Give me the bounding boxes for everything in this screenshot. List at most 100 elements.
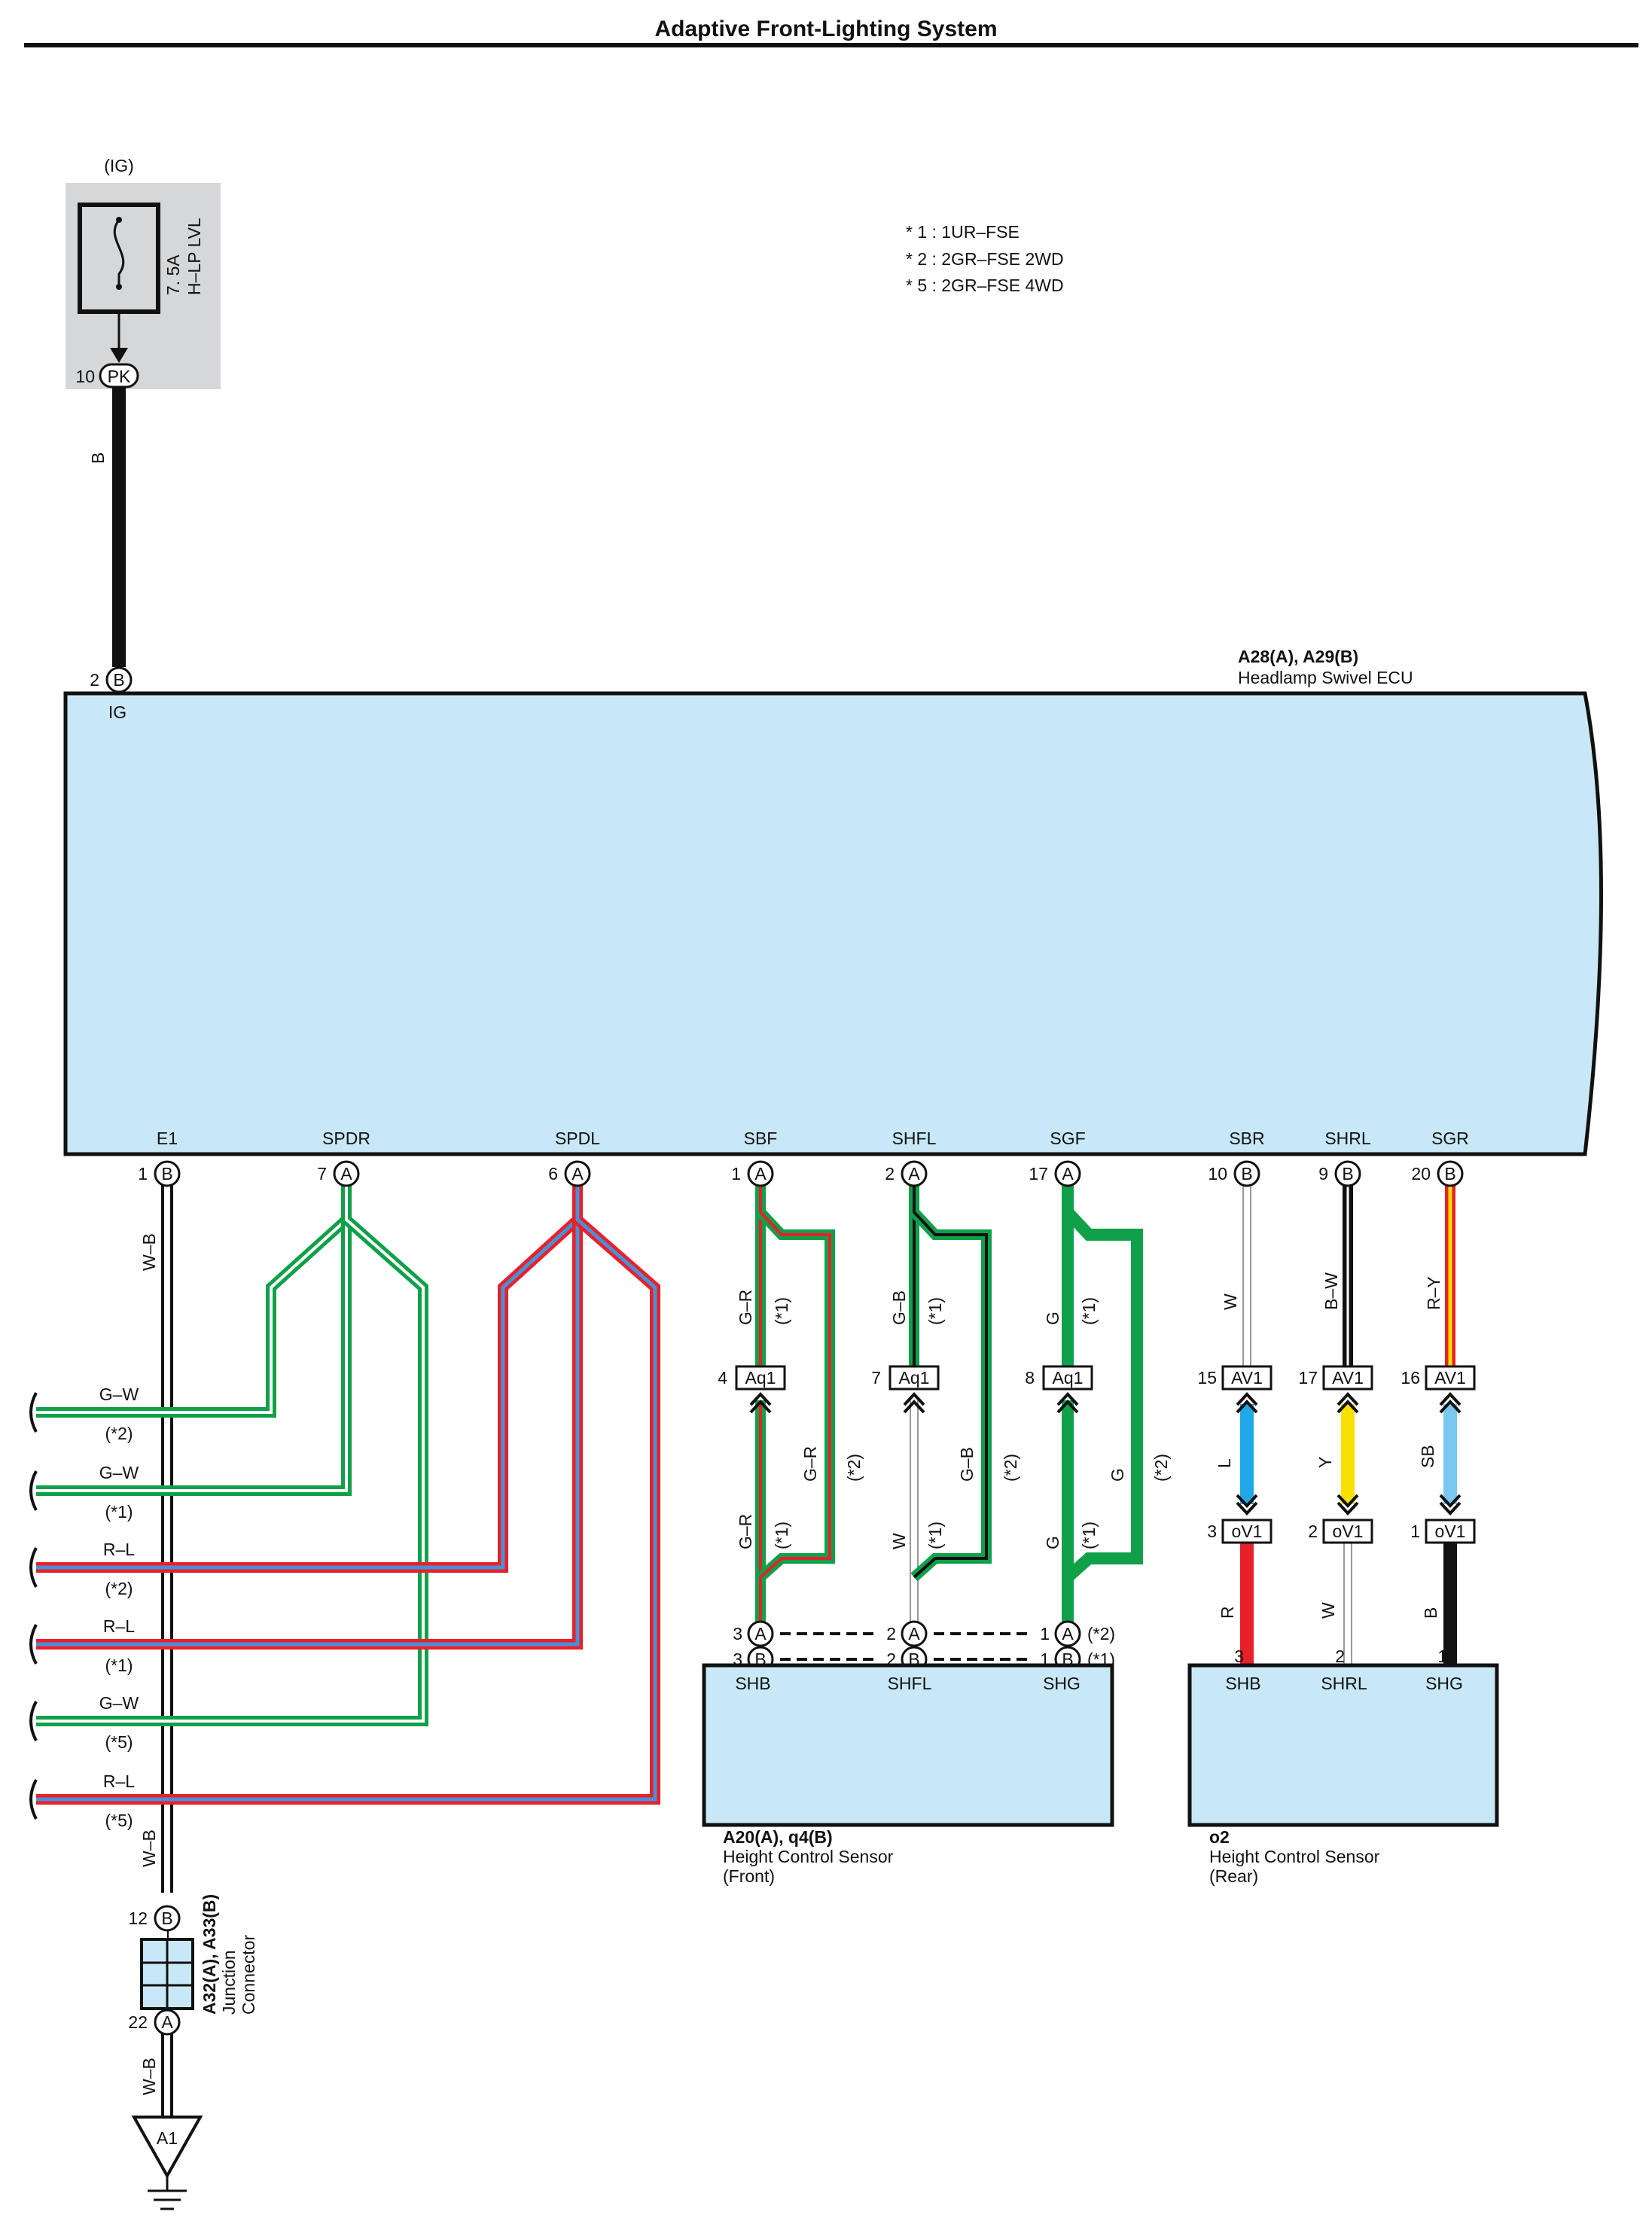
rear-av1-0-box — [1221, 1365, 1273, 1391]
speed-wire-label-5: R–L — [103, 1771, 135, 1791]
speed-wire-note-3: (*1) — [105, 1656, 133, 1675]
front-sensor-box — [702, 1663, 1114, 1827]
front-bypass-2 — [1063, 1208, 1143, 1582]
rear-chev-up-1-b — [1337, 1400, 1359, 1414]
rear-lower-pin-1: 2 — [1308, 1522, 1318, 1541]
fuse-name: H–LP LVL — [184, 218, 204, 295]
front-bypass-1 — [910, 1208, 992, 1582]
front-aq1-0: Aq1 — [735, 1365, 786, 1391]
variant-notes: * 1 : 1UR–FSE * 2 : 2GR–FSE 2WD * 5 : 2G… — [906, 222, 1064, 295]
ecu-terminals: E1B1SPDRA7SPDLA6SBFA1SHFLA2SGFA17SBRB10S… — [138, 1129, 1469, 1187]
ecu-term-sgr-conn: B — [1444, 1164, 1455, 1183]
rear-chev-up-1 — [1337, 1392, 1359, 1414]
ig-conn: B — [113, 670, 124, 690]
rear-av1-2-label: AV1 — [1434, 1368, 1466, 1388]
ecu-term-e1-conn: B — [161, 1164, 172, 1183]
ecu-term-shfl: A — [901, 1160, 928, 1187]
ecu-term-sbf-circle — [747, 1160, 774, 1187]
rear-mid-label-2: SB — [1418, 1445, 1437, 1468]
rear-sensor-ref: o2 — [1209, 1827, 1230, 1847]
ecu-term-pin-e1: 1 — [138, 1164, 148, 1183]
ecu-term-pin-shfl: 2 — [885, 1164, 895, 1183]
front-mid-pin-0: 4 — [718, 1368, 727, 1388]
wire-break-5 — [29, 1779, 38, 1820]
front-bypass-label-0: G–R — [800, 1446, 820, 1482]
pk-pin: 10 — [75, 367, 95, 386]
ecu-term-sbr-circle — [1233, 1160, 1260, 1187]
rear-term-shb: SHB — [1225, 1674, 1260, 1693]
rear-chev-down-1-a — [1337, 1501, 1359, 1516]
front-chev-1-b — [903, 1400, 925, 1414]
rear-chev-down-2-a — [1439, 1501, 1462, 1516]
spdl-wire-1 — [36, 1178, 583, 1650]
wire-break-0 — [29, 1392, 38, 1433]
spdr-wire-2 — [36, 1178, 352, 1418]
speed-wire-label-0: G–W — [99, 1385, 139, 1404]
fuse-rating: 7. 5A — [163, 254, 183, 295]
rear-av1-0: AV1 — [1221, 1365, 1273, 1391]
front-aq1-2-label: Aq1 — [1053, 1368, 1084, 1388]
rear-upper-pin-0: 15 — [1197, 1368, 1217, 1388]
jc-name1: Junction — [219, 1950, 239, 2015]
front-sensor-ref: A20(A), q4(B) — [723, 1827, 833, 1847]
ecu-term-label-sgf: SGF — [1050, 1129, 1085, 1148]
rear-av1-2-box — [1425, 1365, 1476, 1391]
speed-output-wires: G–W(*2)G–W(*1)R–L(*2)R–L(*1)G–W(*5)R–L(*… — [29, 1178, 660, 1830]
ground-point: A1 — [157, 2128, 178, 2148]
front-term-a-0-conn: A — [754, 1624, 767, 1643]
rear-ov1-2-label: oV1 — [1435, 1522, 1466, 1541]
front-term-shg: SHG — [1043, 1674, 1081, 1693]
ecu-term-pin-sbr: 10 — [1208, 1164, 1227, 1183]
ground-symbol: A1 — [131, 2116, 203, 2210]
spdr-wire-5 — [36, 1178, 428, 1726]
front-term-a-2-circle — [1054, 1620, 1081, 1647]
ground-wire-label-1: W–B — [139, 1233, 159, 1271]
rear-ov1-1-box — [1322, 1519, 1373, 1544]
page-title: Adaptive Front-Lighting System — [654, 17, 997, 41]
front-bypass-0 — [756, 1208, 835, 1582]
spdl-wire-5-stripe — [36, 1178, 657, 1802]
front-term-shfl: SHFL — [888, 1674, 932, 1693]
front-lower-label-1: W — [889, 1533, 909, 1549]
wire-break-4 — [29, 1701, 38, 1741]
ecu-ig-label: IG — [108, 702, 126, 722]
front-lower-note-1: (*1) — [925, 1522, 945, 1549]
rear-chev-up-0-a — [1236, 1392, 1258, 1406]
rear-lower-label-2: B — [1421, 1607, 1440, 1619]
rear-mid-label-1: Y — [1315, 1457, 1335, 1468]
front-aq1-2-box — [1042, 1365, 1093, 1391]
rear-chev-down-1 — [1337, 1494, 1359, 1516]
ecu-term-sbr-conn: B — [1241, 1164, 1252, 1183]
jc-bot-pin: 22 — [128, 2012, 148, 2032]
rear-upper-label-2: R–Y — [1424, 1276, 1443, 1310]
front-term-a-pin-2: 1 — [1040, 1624, 1050, 1643]
speed-wire-note-4: (*5) — [105, 1732, 133, 1752]
ecu-name: Headlamp Swivel ECU — [1238, 668, 1413, 687]
rear-mid-label-0: L — [1215, 1458, 1234, 1468]
front-bypass-label-1: G–B — [957, 1447, 977, 1482]
wire-break-2 — [29, 1547, 38, 1588]
ecu-term-label-e1: E1 — [157, 1129, 178, 1148]
front-bypass-note-0: (*2) — [844, 1454, 864, 1482]
front-lower-note-0: (*1) — [772, 1522, 791, 1549]
front-aq1-0-box — [735, 1365, 786, 1391]
front-lower-label-0: G–R — [736, 1514, 755, 1549]
front-mid-pin-1: 7 — [871, 1368, 881, 1388]
rear-chev-up-2 — [1439, 1392, 1462, 1414]
spdr-wire-1-outer — [36, 1178, 352, 1496]
rear-sensor-pin-1: 2 — [1335, 1647, 1345, 1666]
rear-chev-up-2-a — [1439, 1392, 1462, 1406]
spdl-wire-5 — [36, 1178, 660, 1805]
rear-term-shrl: SHRL — [1321, 1674, 1367, 1693]
front-bypass-label-2: G — [1108, 1468, 1127, 1482]
rear-ov1-0: oV1 — [1221, 1519, 1273, 1544]
ig-wire-label: B — [88, 452, 108, 464]
speed-wire-note-0: (*2) — [105, 1424, 133, 1443]
ecu-term-label-sbr: SBR — [1229, 1129, 1264, 1148]
front-row-a-note: (*2) — [1087, 1624, 1115, 1643]
jc-ref: A32(A), A33(B) — [200, 1894, 219, 2015]
rear-ov1-0-box — [1221, 1519, 1273, 1544]
front-mid-pin-2: 8 — [1025, 1368, 1035, 1388]
rear-upper-label-0: W — [1221, 1293, 1240, 1310]
rear-lower-label-1: W — [1318, 1602, 1338, 1619]
